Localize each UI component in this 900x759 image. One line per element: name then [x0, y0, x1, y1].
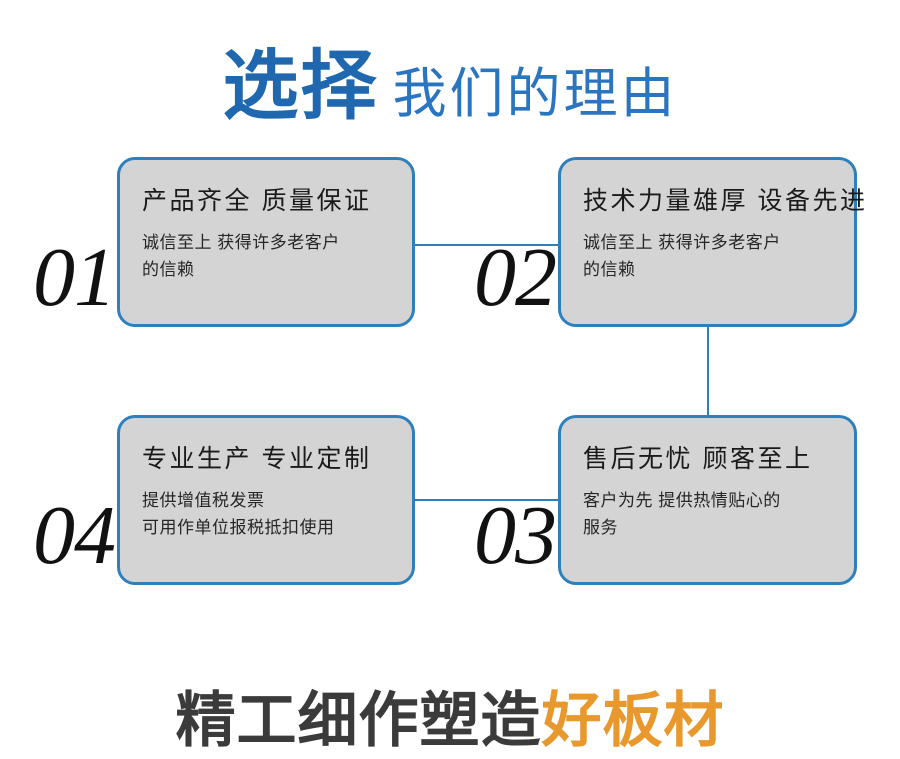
feature-card-04-body-line-1: 提供增值税发票: [142, 491, 265, 510]
feature-card-03[interactable]: 售后无忧 顾客至上 客户为先 提供热情贴心的 服务: [558, 415, 857, 585]
step-number-03: 03: [474, 489, 557, 582]
footer-slogan-main: 精工细作塑造: [175, 687, 542, 754]
feature-card-03-content: 售后无忧 顾客至上 客户为先 提供热情贴心的 服务: [583, 444, 844, 541]
feature-card-04-body-line-2: 可用作单位报税抵扣使用: [142, 518, 335, 537]
feature-card-03-body-line-1: 客户为先 提供热情贴心的: [583, 491, 781, 510]
feature-card-02[interactable]: 技术力量雄厚 设备先进 诚信至上 获得许多老客户 的信赖: [558, 157, 868, 327]
feature-card-03-body: 客户为先 提供热情贴心的 服务: [583, 487, 844, 541]
feature-card-01-body: 诚信至上 获得许多老客户 的信赖: [142, 229, 402, 283]
feature-card-01-title: 产品齐全 质量保证: [142, 187, 372, 215]
feature-card-01-body-line-2: 的信赖: [142, 260, 195, 279]
page-title-emphasis: 选择: [222, 44, 379, 129]
feature-card-04-body: 提供增值税发票 可用作单位报税抵扣使用: [142, 487, 402, 541]
feature-card-01[interactable]: 产品齐全 质量保证 诚信至上 获得许多老客户 的信赖: [117, 157, 415, 327]
connector-line-02-to-03: [707, 325, 709, 417]
feature-card-02-title: 技术力量雄厚 设备先进: [583, 187, 868, 215]
page-title-subtitle: 我们的理由: [392, 64, 678, 124]
feature-card-04-title: 专业生产 专业定制: [142, 445, 372, 473]
step-number-01: 01: [33, 231, 116, 324]
feature-card-02-body-line-1: 诚信至上 获得许多老客户: [583, 233, 781, 252]
feature-card-01-content: 产品齐全 质量保证 诚信至上 获得许多老客户 的信赖: [142, 186, 402, 283]
feature-card-03-title: 售后无忧 顾客至上: [583, 445, 813, 473]
feature-card-01-body-line-1: 诚信至上 获得许多老客户: [142, 233, 340, 252]
connector-line-01-to-02: [412, 244, 562, 246]
feature-card-02-body-line-2: 的信赖: [583, 260, 636, 279]
feature-card-04-content: 专业生产 专业定制 提供增值税发票 可用作单位报税抵扣使用: [142, 444, 402, 541]
footer-slogan: 精工细作塑造好板材: [0, 672, 900, 759]
feature-card-02-body: 诚信至上 获得许多老客户 的信赖: [583, 229, 844, 283]
feature-card-03-body-line-2: 服务: [583, 518, 618, 537]
step-number-04: 04: [33, 489, 116, 582]
feature-card-04[interactable]: 专业生产 专业定制 提供增值税发票 可用作单位报税抵扣使用: [117, 415, 415, 585]
feature-card-02-content: 技术力量雄厚 设备先进 诚信至上 获得许多老客户 的信赖: [583, 186, 868, 283]
footer-slogan-accent: 好板材: [541, 687, 725, 754]
step-number-02: 02: [474, 231, 557, 324]
page-title: 选择我们的理由: [0, 24, 900, 134]
connector-line-04-to-03: [412, 499, 562, 501]
